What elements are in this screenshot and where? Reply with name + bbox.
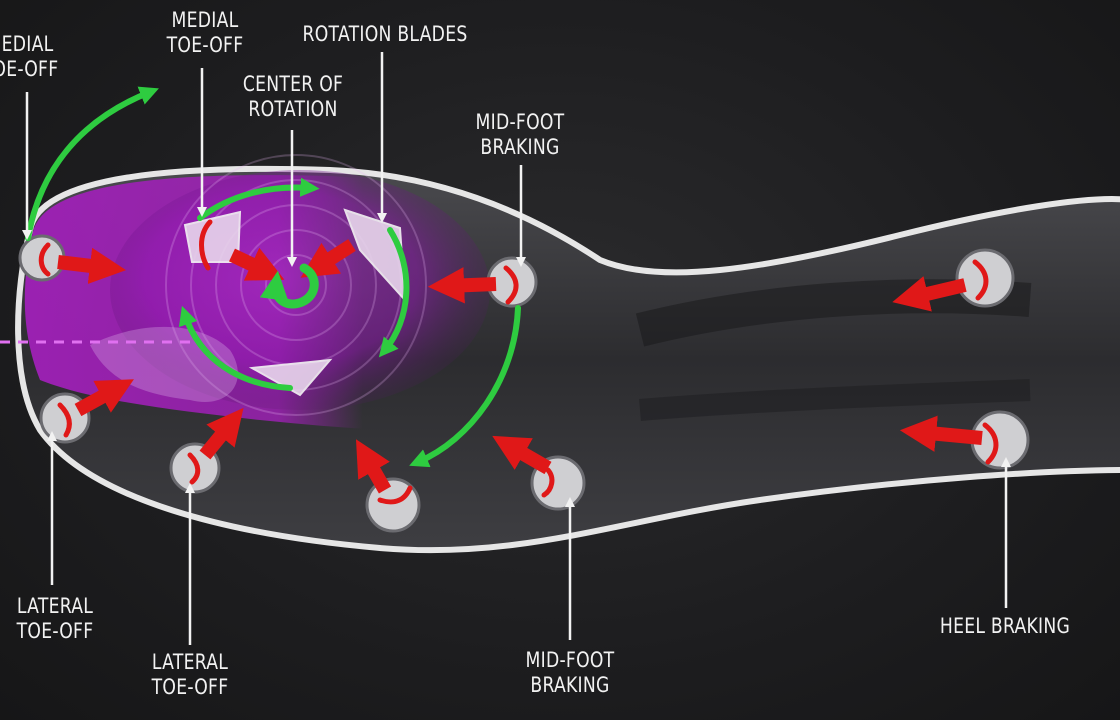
force-arrow-lateral-center	[199, 407, 244, 460]
label-medial-toe-off-center: MEDIAL TOE-OFF	[160, 8, 250, 58]
center-rotation-icon	[259, 263, 319, 309]
label-line: MEDIAL	[0, 32, 54, 56]
label-lateral-toe-off-left: LATERAL TOE-OFF	[10, 594, 100, 644]
label-line: LATERAL	[16, 594, 94, 618]
rotation-arrow-right	[378, 227, 410, 358]
label-line: HEEL BRAKING	[939, 614, 1071, 638]
force-arrow-blade-right	[300, 239, 356, 278]
stud-red-marks	[38, 219, 999, 505]
force-arrow-heel-bottom	[899, 415, 983, 452]
midsole-ridge-2	[639, 379, 1031, 421]
force-arrow-mid-foot-top	[427, 267, 497, 304]
label-line: TOE-OFF	[16, 619, 94, 643]
label-rotation-blades: ROTATION BLADES	[299, 22, 471, 47]
rotation-arrows	[25, 86, 521, 468]
label-center-of-rotation: CENTER OF ROTATION	[240, 72, 347, 122]
rotation-arrow-left	[178, 305, 293, 391]
label-line: BRAKING	[480, 135, 560, 159]
label-mid-foot-braking-top: MID-FOOT BRAKING	[471, 110, 569, 160]
force-arrow-lateral-left	[74, 379, 134, 417]
rotation-arrow-mid-foot	[409, 305, 521, 468]
label-line: CENTER OF	[242, 72, 344, 96]
force-arrow-mid-foot-bottom	[492, 435, 552, 475]
force-arrow-heel-top	[892, 276, 967, 312]
label-line: MID-FOOT	[475, 110, 565, 134]
leader-lines	[22, 52, 1011, 645]
force-arrows	[57, 239, 983, 494]
rotation-arrow-toe-off	[25, 86, 159, 241]
label-medial-toe-off-left: MEDIAL TOE-OFF	[0, 32, 61, 82]
label-mid-foot-braking-bottom: MID-FOOT BRAKING	[521, 648, 619, 698]
label-line: LATERAL	[151, 650, 229, 674]
label-lateral-toe-off-center: LATERAL TOE-OFF	[145, 650, 235, 700]
force-arrow-front-lower	[355, 439, 392, 494]
label-line: ROTATION	[248, 97, 338, 121]
label-line: BRAKING	[530, 673, 610, 697]
label-line: ROTATION BLADES	[302, 22, 468, 46]
label-line: TOE-OFF	[0, 57, 59, 81]
force-arrow-blade-left	[229, 247, 285, 281]
label-heel-braking: HEEL BRAKING	[935, 614, 1074, 639]
label-line: MEDIAL	[171, 8, 239, 32]
force-arrow-medial-toe	[57, 247, 127, 284]
rotation-arrow-top	[197, 177, 320, 221]
label-line: TOE-OFF	[166, 33, 244, 57]
label-line: TOE-OFF	[151, 675, 229, 699]
label-line: MID-FOOT	[525, 648, 615, 672]
